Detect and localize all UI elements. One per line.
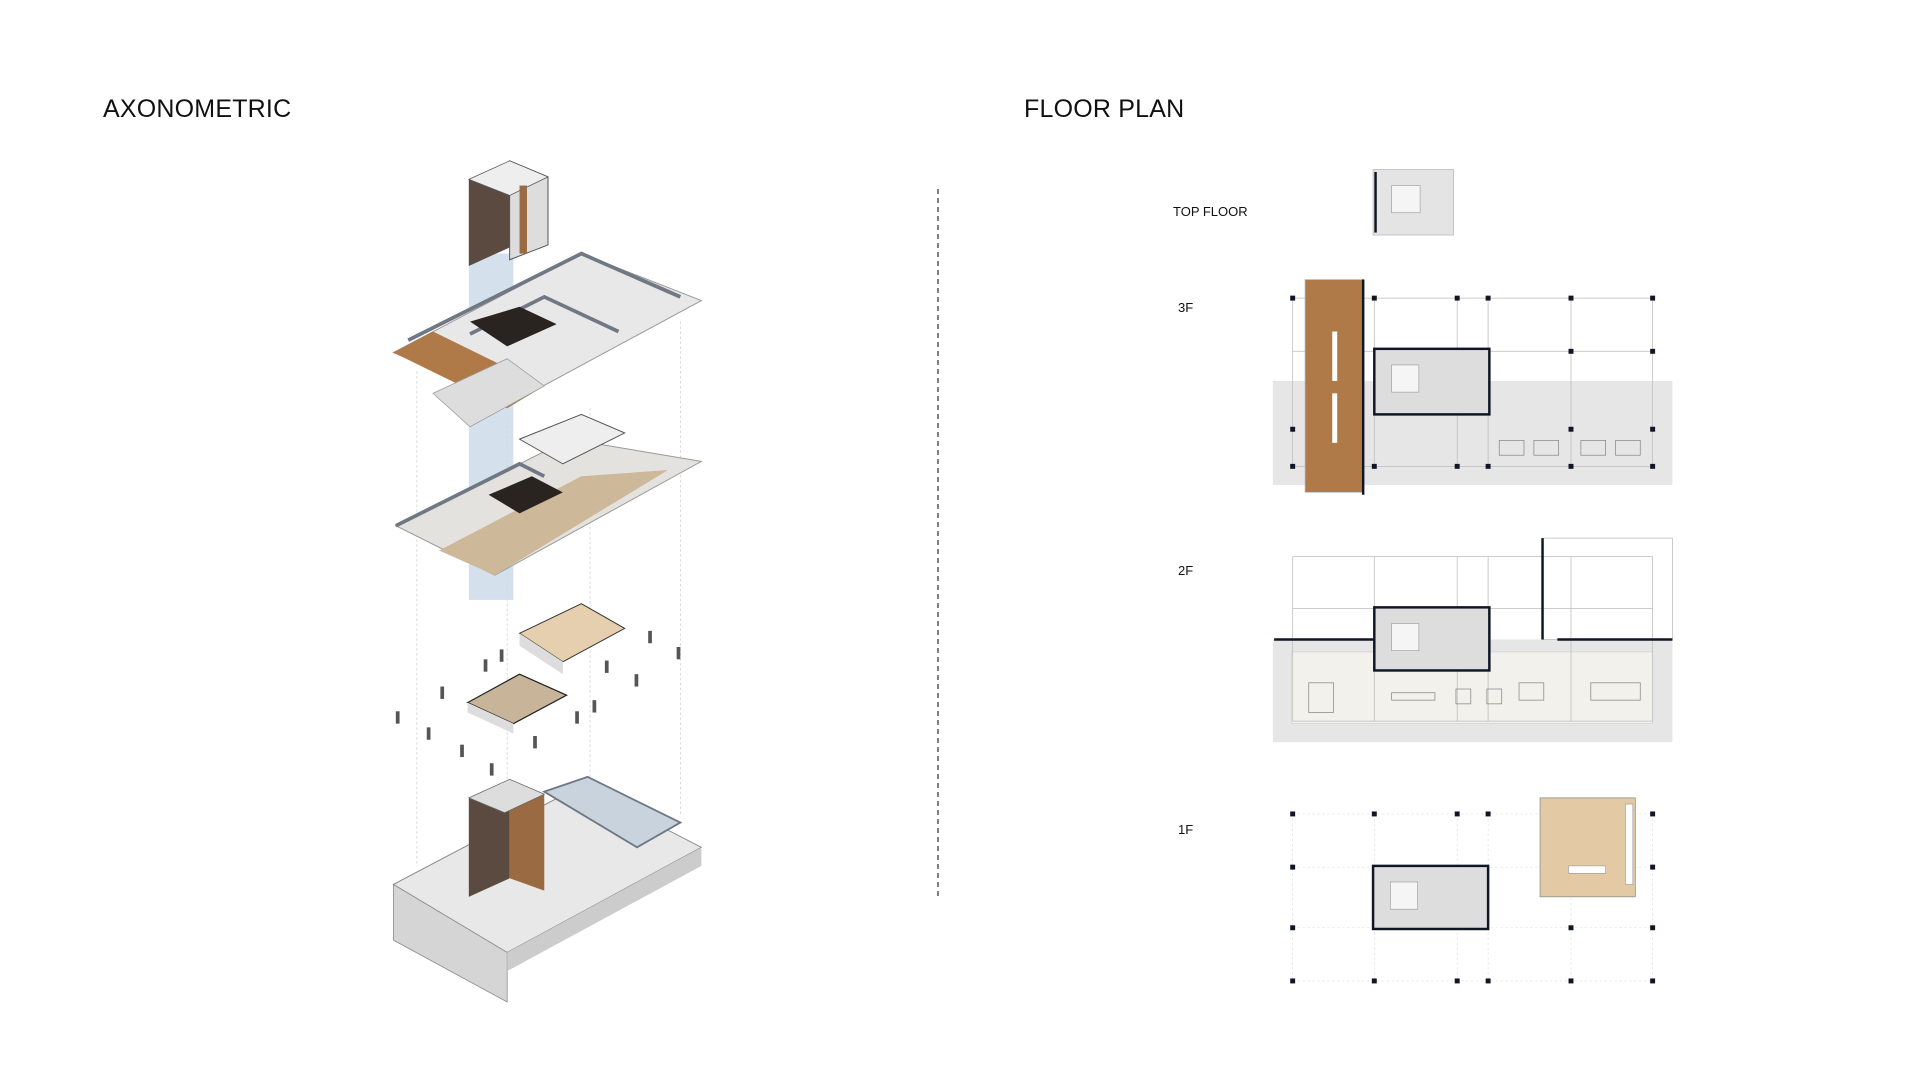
plan-2f [1272,537,1673,743]
axo-ground-building [392,775,703,1003]
plan-3f [1272,279,1673,495]
label-3f: 3F [1178,300,1194,315]
label-2f: 2F [1178,563,1194,578]
label-1f: 1F [1178,822,1194,837]
label-top-floor: TOP FLOOR [1173,204,1248,219]
axonometric-drawing [392,160,703,1003]
axo-columns [395,630,681,776]
floor-plan-title: FLOOR PLAN [1024,95,1185,123]
top-tower [467,160,549,266]
axo-floor-1f-rooms [466,603,626,734]
floor-plans [1272,169,1673,984]
plan-top-floor [1372,169,1454,236]
axo-floor-3f [392,251,703,428]
axonometric-title: AXONOMETRIC [103,95,292,123]
axo-floor-2f [394,413,703,576]
plan-1f [1290,797,1656,984]
